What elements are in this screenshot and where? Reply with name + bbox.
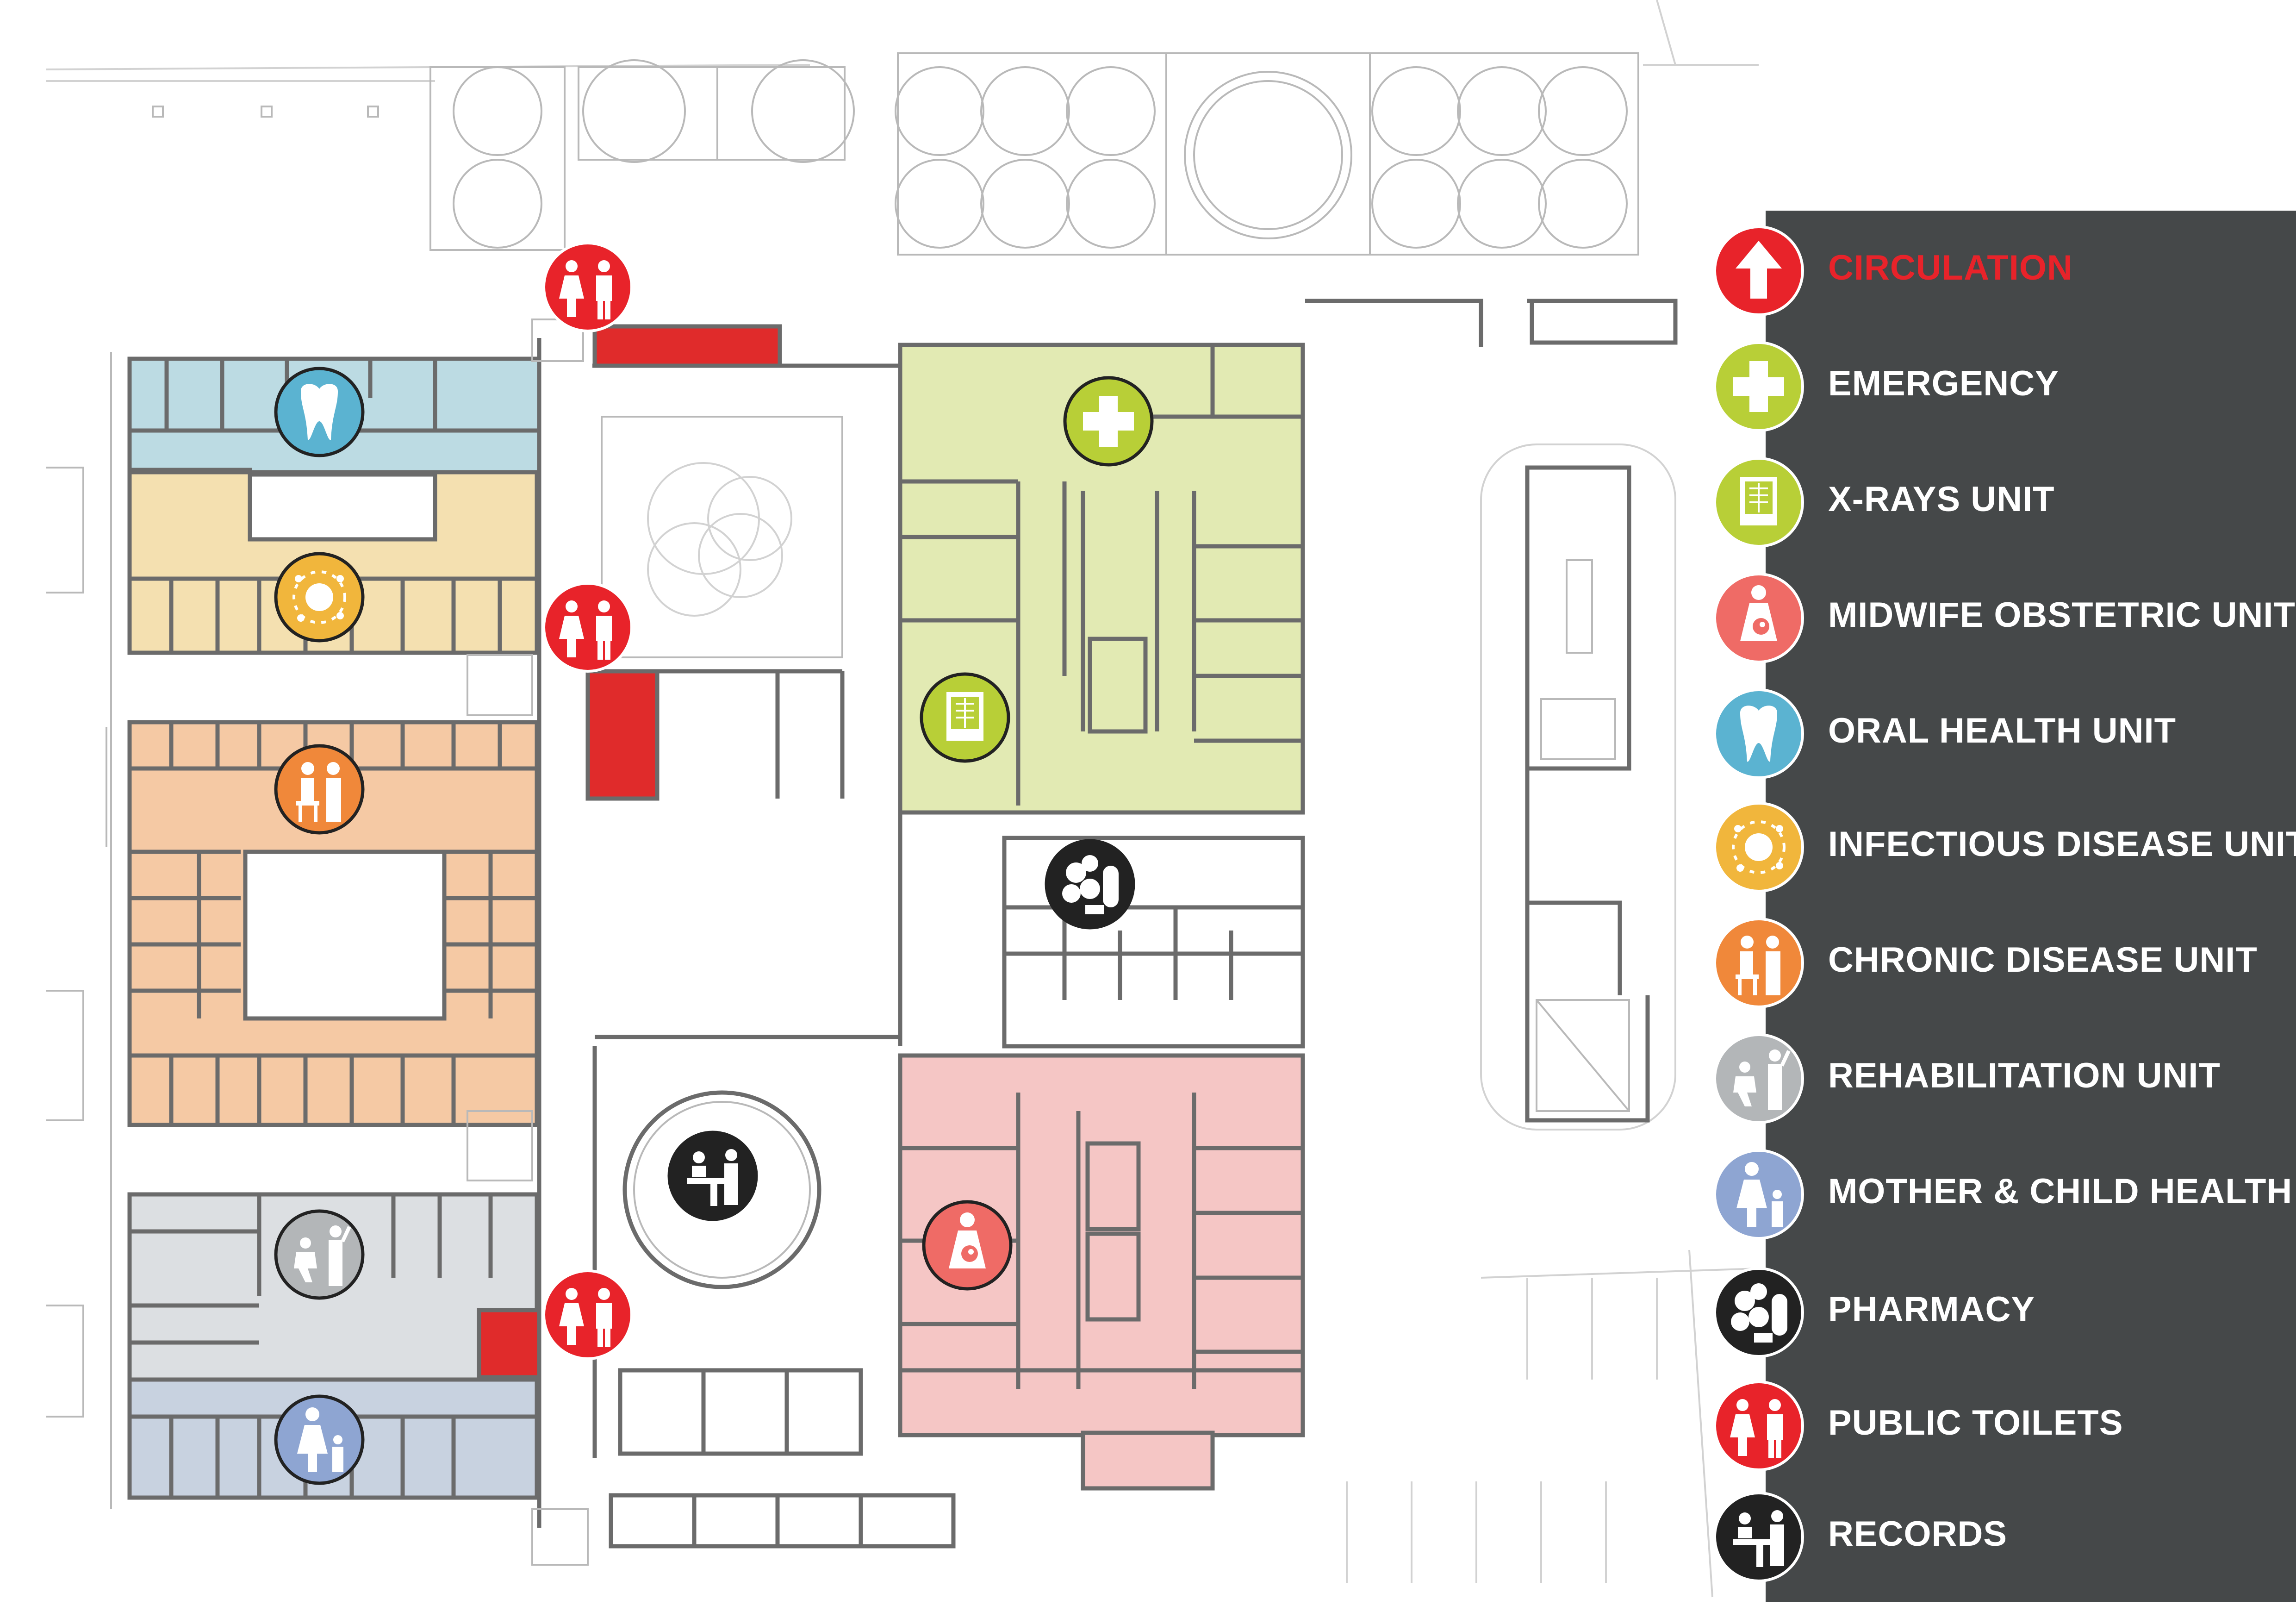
xray-icon bbox=[1713, 457, 1804, 548]
mother-child-marker bbox=[274, 1394, 365, 1485]
zones bbox=[127, 324, 1305, 1500]
patient-doctor-marker bbox=[274, 744, 365, 835]
pills-marker bbox=[1045, 839, 1135, 930]
interior-walls bbox=[130, 345, 1303, 1498]
rehab-figures-icon bbox=[1713, 1033, 1804, 1124]
pregnant-woman-icon bbox=[1713, 573, 1804, 663]
legend-label-midwife: MIDWIFE OBSTETRIC UNIT bbox=[1828, 595, 2296, 635]
legend-label-toilets: PUBLIC TOILETS bbox=[1828, 1403, 2123, 1443]
legend-label-mother-child: MOTHER & CHILD HEALTH bbox=[1828, 1172, 2293, 1211]
legend-label-pharmacy: PHARMACY bbox=[1828, 1290, 2035, 1329]
legend-item-xray: X-RAYS UNIT bbox=[1712, 456, 2296, 558]
legend-label-chronic: CHRONIC DISEASE UNIT bbox=[1828, 940, 2258, 980]
legend-item-rehab: REHABILITATION UNIT bbox=[1712, 1032, 2296, 1134]
legend-label-records: RECORDS bbox=[1828, 1514, 2008, 1554]
left-facade bbox=[46, 352, 112, 1509]
arrow-up-icon bbox=[1713, 225, 1804, 316]
records-desk-icon bbox=[1713, 1492, 1804, 1582]
central-circulation bbox=[467, 319, 956, 1566]
legend-label-xray: X-RAYS UNIT bbox=[1828, 480, 2055, 519]
chronic-courtyard bbox=[243, 849, 447, 1021]
legend-label-emergency: EMERGENCY bbox=[1828, 364, 2059, 403]
site-context bbox=[46, 0, 1759, 256]
toilets-marker-top bbox=[542, 242, 633, 332]
cross-icon bbox=[1713, 341, 1804, 432]
zone-toilets-mid bbox=[585, 669, 660, 801]
legend-item-mother-child: MOTHER & CHILD HEALTH bbox=[1712, 1148, 2296, 1250]
legend-label-oral: ORAL HEALTH UNIT bbox=[1828, 711, 2177, 750]
legend-label-circulation: CIRCULATION bbox=[1828, 248, 2073, 287]
legend-item-circulation: CIRCULATION bbox=[1712, 225, 2296, 326]
legend-item-records: RECORDS bbox=[1712, 1491, 2296, 1593]
legend-item-oral: ORAL HEALTH UNIT bbox=[1712, 687, 2296, 789]
legend-item-emergency: EMERGENCY bbox=[1712, 340, 2296, 442]
toilets-marker-mid bbox=[542, 582, 633, 673]
legend-item-toilets: PUBLIC TOILETS bbox=[1712, 1380, 2296, 1481]
zone-midwife-b bbox=[1081, 1430, 1215, 1491]
cross-marker bbox=[1063, 376, 1154, 467]
pregnant-woman-marker bbox=[922, 1200, 1013, 1291]
tooth-icon bbox=[1713, 688, 1804, 779]
legend-item-midwife: MIDWIFE OBSTETRIC UNIT bbox=[1712, 572, 2296, 674]
xray-marker bbox=[920, 672, 1010, 763]
rehab-marker bbox=[274, 1209, 365, 1300]
legend-item-chronic: CHRONIC DISEASE UNIT bbox=[1712, 917, 2296, 1018]
tooth-marker bbox=[274, 367, 365, 457]
zone-infectious-b bbox=[248, 472, 437, 542]
pills-icon bbox=[1713, 1267, 1804, 1358]
legend-panel bbox=[1766, 211, 2296, 1602]
legend-label-rehab: REHABILITATION UNIT bbox=[1828, 1056, 2221, 1095]
mother-child-icon bbox=[1713, 1149, 1804, 1240]
zone-toilets-top bbox=[592, 324, 782, 368]
virus-icon bbox=[1713, 802, 1804, 893]
legend-item-pharmacy: PHARMACY bbox=[1712, 1266, 2296, 1368]
legend-label-infectious: INFECTIOUS DISEASE UNIT bbox=[1828, 824, 2296, 864]
toilets-icon bbox=[1713, 1380, 1804, 1471]
virus-marker bbox=[274, 552, 365, 643]
toilets-marker-bottom bbox=[542, 1269, 633, 1360]
legend-item-infectious: INFECTIOUS DISEASE UNIT bbox=[1712, 801, 2296, 903]
zone-toilets-bottom bbox=[477, 1308, 541, 1380]
patient-doctor-icon bbox=[1713, 918, 1804, 1008]
records-marker bbox=[667, 1131, 758, 1221]
site-parking bbox=[1305, 299, 1759, 1598]
